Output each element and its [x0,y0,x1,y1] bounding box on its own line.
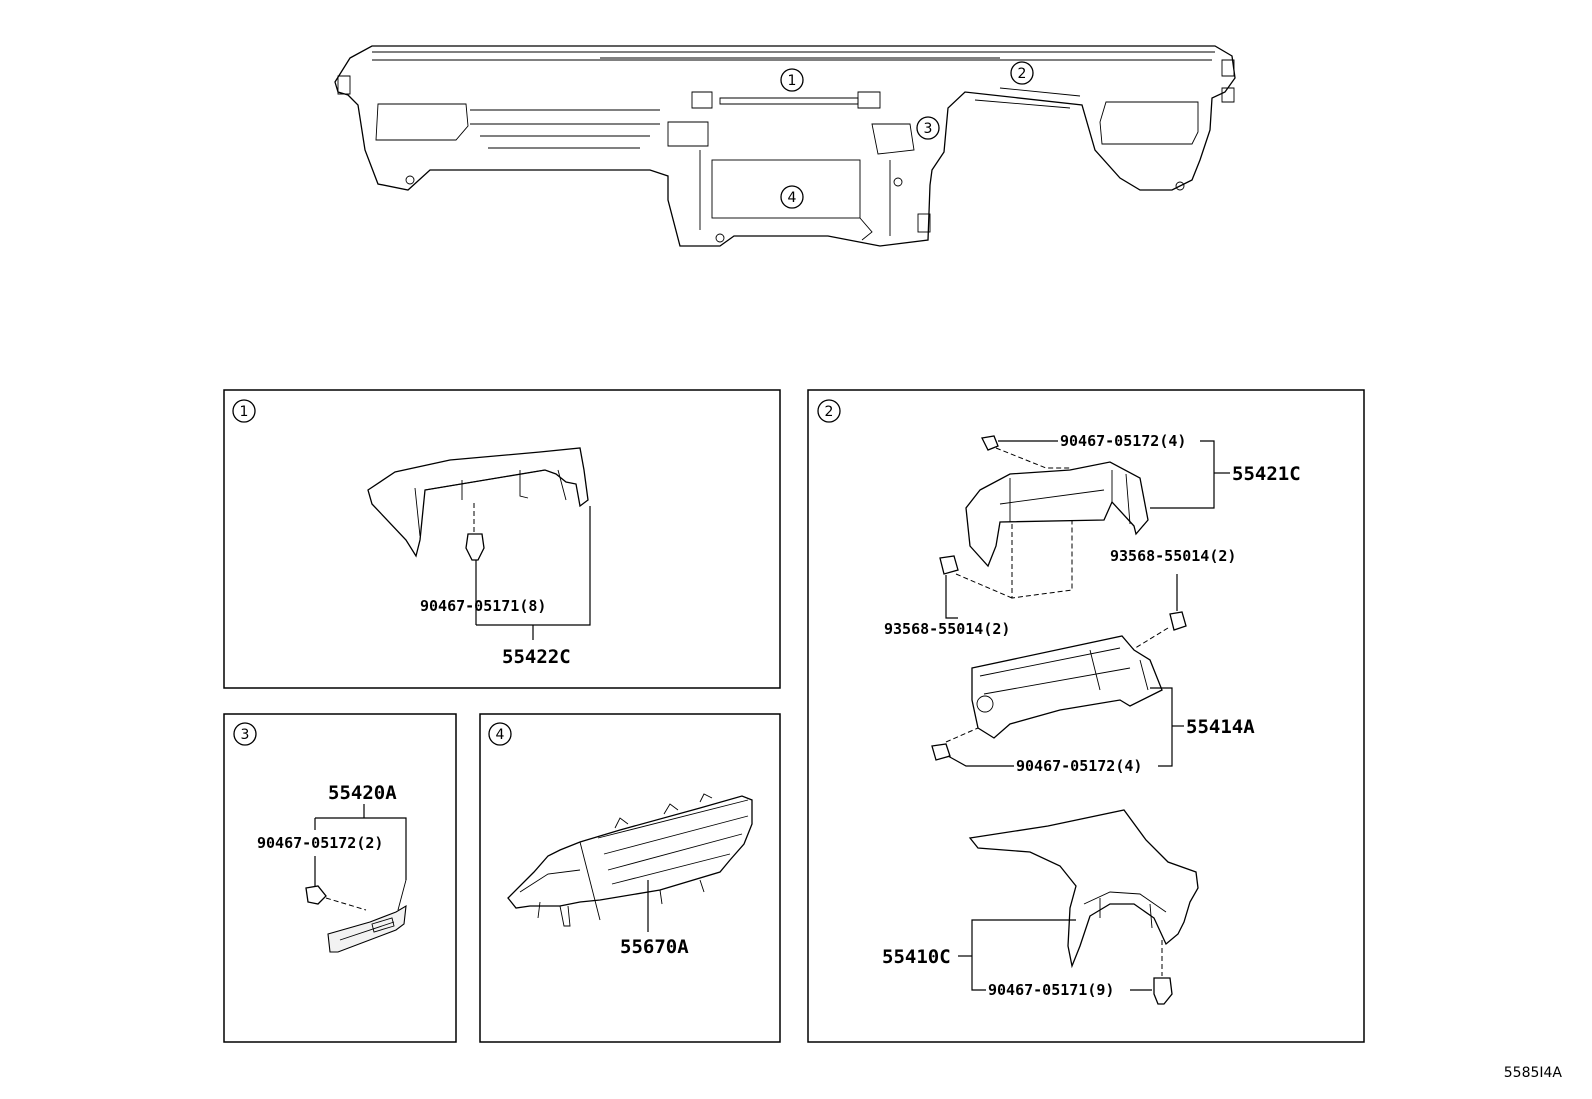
part-90467-05171-9-label: 90467-05171(9) [988,981,1114,999]
detail-panel-3: 3 55420A 90467-05172(2) [223,713,457,1043]
panel-1-index: 1 [240,404,249,420]
part-55421c-label: 55421C [1232,463,1301,485]
overview-callout-4-circle [780,185,804,209]
overview-callout-1: 1 [788,73,797,89]
part-55422c-drawing [367,447,589,558]
part-55670a-drawing [507,793,753,927]
part-55670a-label: 55670A [620,936,689,958]
panel-2-frame [807,389,1365,1043]
overview-callout-2-circle [1010,61,1034,85]
overview-instrument-panel: 1 2 3 4 [334,45,1236,247]
overview-callout-2: 2 [1018,66,1027,82]
diagram-code: 5585I4A [1504,1065,1563,1081]
clip-90467-05172-top [981,435,999,451]
part-55410c-label: 55410C [882,946,951,968]
part-90467-05172-4-bottom-label: 90467-05172(4) [1016,757,1142,775]
part-93568-55014-2-left-label: 93568-55014(2) [884,620,1010,638]
panel-4-frame [479,713,781,1043]
detail-panel-1: 1 90467-05171(8) 55422C [223,389,781,689]
part-55414a-drawing [971,635,1163,739]
panel-3-index-circle [233,722,257,746]
panel-2-index: 2 [825,404,834,420]
clip-90467-05172-panel-3 [305,885,327,905]
overview-callout-4: 4 [788,190,797,206]
panel-2-index-circle [817,399,841,423]
clip-90467-05171 [465,533,485,561]
part-93568-55014-2-right-label: 93568-55014(2) [1110,547,1236,565]
part-55410c-drawing [968,809,1199,969]
panel-3-index: 3 [241,727,250,743]
panel-4-index-circle [488,722,512,746]
part-55420a-label: 55420A [328,782,397,804]
part-90467-05172-2-label: 90467-05172(2) [257,834,383,852]
overview-callout-1-circle [780,68,804,92]
clip-90467-05172-bottom [931,743,951,761]
part-90467-05172-4-top-label: 90467-05172(4) [1060,432,1186,450]
screw-93568-55014-right [1169,611,1187,631]
detail-panel-4: 4 55670A [479,713,781,1043]
part-55414a-label: 55414A [1186,716,1255,738]
part-55422c-label: 55422C [502,646,571,668]
panel-3-frame [223,713,457,1043]
overview-callout-3: 3 [924,121,933,137]
panel-1-index-circle [232,399,256,423]
detail-panel-2: 2 90467-05172(4) 55421C 93568-55014(2) 9… [807,389,1365,1043]
clip-90467-05171-panel-2 [1153,977,1173,1005]
overview-callout-3-circle [916,116,940,140]
screw-93568-55014-left [939,555,959,575]
panel-4-index: 4 [496,727,505,743]
part-55420a-drawing [327,879,407,953]
part-90467-05171-8-label: 90467-05171(8) [420,597,546,615]
part-55421c-drawing [965,461,1149,568]
panel-1-frame [223,389,781,689]
